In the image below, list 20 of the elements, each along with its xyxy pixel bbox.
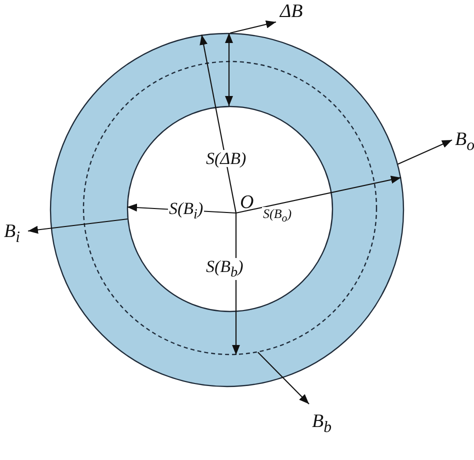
leader-arrow [28,218,128,234]
point-label: ΔB [280,2,303,21]
edge-label: S(B$_{o}$) [262,207,293,224]
radius-arrow [200,34,237,214]
leader-arrow [398,140,452,165]
point-label: O [240,193,254,212]
leader-arrow [258,352,310,404]
point-label: B$_{o}$ [455,130,474,154]
edge-label: S(ΔB) [205,150,248,167]
edge-label: S(B$_{b}$) [205,258,244,280]
dimension-arrow [225,33,233,106]
dashed-circle [83,61,377,355]
inner-circle [127,106,333,312]
point-label: B$_{b}$ [312,412,332,436]
radius-arrow [126,204,236,214]
ring-disc [50,33,404,387]
leader-arrow [230,20,276,34]
radius-arrow [236,176,402,214]
radius-arrow [232,213,240,355]
point-label: B$_{i}$ [4,222,20,246]
